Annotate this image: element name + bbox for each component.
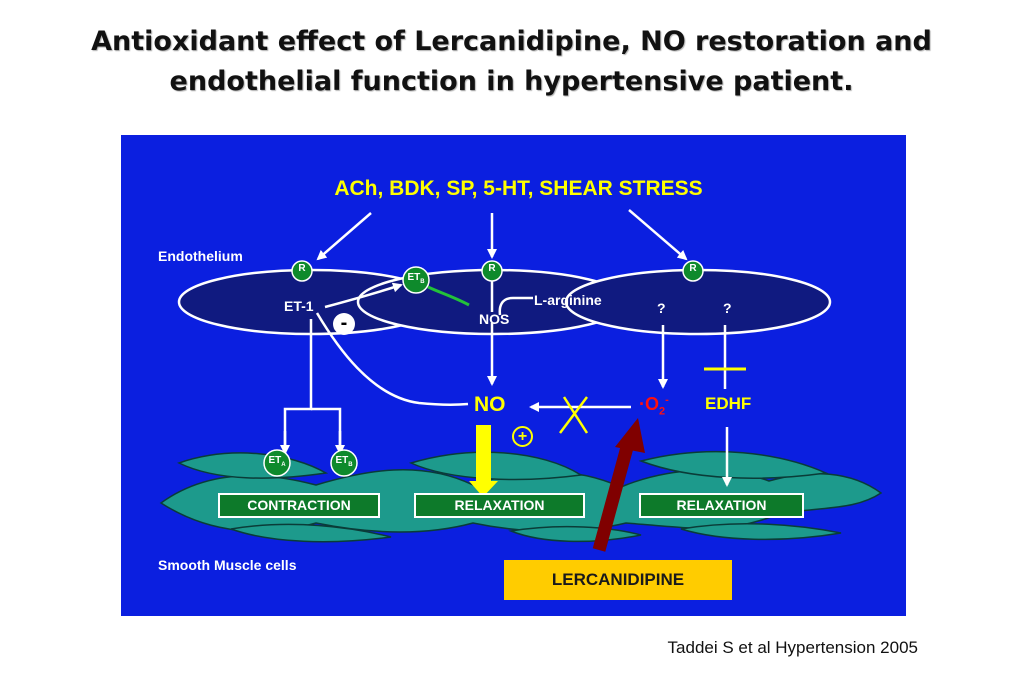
etb-receptor-muscle-icon xyxy=(330,449,358,477)
et1-inhibits-no-line xyxy=(315,312,469,406)
relaxation-label-center: RELAXATION xyxy=(454,497,545,513)
panel-background xyxy=(121,135,906,616)
inhibition-sign: - xyxy=(333,313,355,335)
stimulation-sign: + xyxy=(512,426,533,447)
unknown-mediator-2: ? xyxy=(723,300,732,316)
block-cross-a xyxy=(562,396,589,434)
no-relaxation-arrow xyxy=(469,425,498,497)
receptor-middle-label: R xyxy=(488,263,496,274)
et1-label: ET-1 xyxy=(284,298,314,314)
l-arginine-arrow xyxy=(498,296,533,316)
contraction-label: CONTRACTION xyxy=(247,497,351,513)
relaxation-box-right xyxy=(639,493,804,518)
citation: Taddei S et al Hypertension 2005 xyxy=(667,638,918,657)
eta-receptor-icon xyxy=(263,449,291,477)
block-cross-b xyxy=(559,396,588,434)
diagram-graphics xyxy=(121,135,906,616)
stimuli-label: ACh, BDK, SP, 5-HT, SHEAR STRESS xyxy=(334,177,703,200)
contraction-box xyxy=(218,493,380,518)
edhf-label: EDHF xyxy=(705,394,752,413)
receptor-right-icon xyxy=(682,260,704,282)
relaxation-box-center xyxy=(414,493,585,518)
lercanidipine-arrow xyxy=(592,418,645,552)
nos-label: NOS xyxy=(479,311,510,327)
unknown-mediator-1: ? xyxy=(657,300,666,316)
arrow-et1-to-etb xyxy=(324,282,403,309)
receptor-left-label: R xyxy=(298,263,306,274)
arrow-stim-left xyxy=(316,212,372,261)
slide-title: Antioxidant effect of Lercanidipine, NO … xyxy=(40,22,983,102)
arrow-etb-to-nos xyxy=(427,285,470,307)
etb-muscle-label: ETB xyxy=(335,455,353,468)
l-arginine-label: L-arginine xyxy=(534,292,602,308)
receptor-right-label: R xyxy=(689,263,697,274)
receptor-left-icon xyxy=(291,260,313,282)
superoxide-label: ·O2- xyxy=(639,394,669,418)
etb-endothelium-label: ETB xyxy=(407,272,425,285)
relaxation-label-right: RELAXATION xyxy=(676,497,767,513)
lercanidipine-box: LERCANIDIPINE xyxy=(504,560,732,600)
diagram-panel: ACh, BDK, SP, 5-HT, SHEAR STRESS Endothe… xyxy=(121,135,906,616)
etb-receptor-endothelium-icon xyxy=(402,266,430,294)
no-label: NO xyxy=(474,393,506,416)
endothelium-label: Endothelium xyxy=(158,248,243,264)
smooth-muscle-label: Smooth Muscle cells xyxy=(158,557,297,573)
arrow-stim-right xyxy=(628,209,688,261)
title-line-1: Antioxidant effect of Lercanidipine, NO … xyxy=(91,26,932,57)
eta-label: ETA xyxy=(268,455,286,468)
et1-line-down xyxy=(283,319,313,449)
title-line-2: endothelial function in hypertensive pat… xyxy=(169,66,854,97)
